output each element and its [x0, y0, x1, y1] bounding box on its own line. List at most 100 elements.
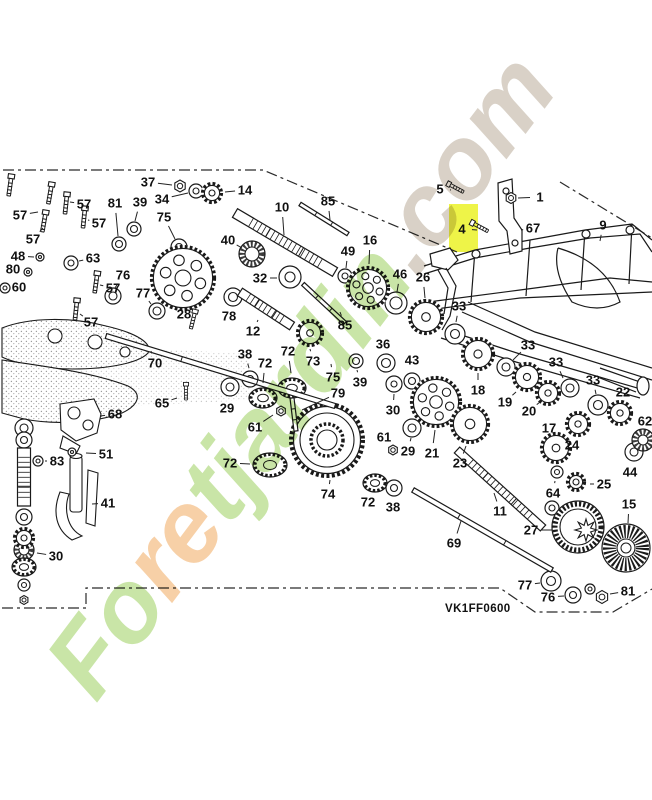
shaft-collar	[255, 379, 259, 385]
hex-nut-bore	[21, 597, 27, 603]
washer-bore	[407, 376, 417, 386]
shaft-spline	[497, 486, 504, 493]
washer	[376, 353, 396, 373]
shaft-spline	[471, 462, 478, 469]
part-label-44: 44	[623, 465, 638, 480]
leader-line	[455, 315, 458, 323]
washer-bore	[19, 512, 29, 522]
part-label-68: 68	[108, 407, 122, 422]
bearing-bore	[637, 434, 649, 446]
hex-nut-bore	[278, 408, 284, 414]
part-label-62: 62	[638, 414, 652, 429]
shaft-collar	[328, 307, 333, 312]
gear-hole	[372, 275, 381, 284]
hex-nut	[276, 405, 286, 417]
shaft-spline	[262, 304, 268, 312]
bolt-shaft	[62, 196, 70, 215]
bolt	[445, 180, 465, 194]
part-label-30: 30	[49, 549, 63, 564]
part-label-46: 46	[393, 267, 407, 282]
shaft-spline	[249, 296, 256, 304]
washer-bore	[108, 291, 118, 301]
shaft-spline	[291, 243, 297, 252]
gear-teeth	[539, 431, 573, 465]
shaft-collar	[314, 211, 318, 216]
part-label-57: 57	[13, 208, 27, 223]
gear-hub	[208, 189, 216, 197]
leader-line	[29, 211, 39, 214]
washer-bore	[565, 383, 575, 393]
leader-line	[36, 552, 47, 555]
washer	[35, 252, 45, 262]
bolt-shaft	[72, 302, 80, 321]
shaft-collar	[503, 540, 507, 546]
leader-line	[99, 284, 104, 287]
gear-hole	[444, 401, 455, 411]
leader-line	[599, 234, 602, 242]
diagram-code: VK1FF0600	[445, 603, 511, 615]
part-label-74: 74	[321, 487, 336, 502]
shaft-spline	[265, 228, 271, 237]
part-label-41: 41	[101, 496, 115, 511]
part-label-5: 5	[436, 182, 443, 197]
part-label-77: 77	[518, 578, 532, 593]
ring-inner	[299, 412, 355, 468]
bevel-teeth	[363, 474, 387, 492]
leader-line	[148, 300, 152, 305]
leader-line	[493, 492, 498, 502]
bevel-teeth	[249, 388, 277, 408]
leader-line	[536, 401, 541, 406]
shaft-spline	[519, 506, 526, 513]
bolt	[62, 191, 72, 215]
washer	[403, 372, 421, 390]
part-label-64: 64	[546, 486, 561, 501]
washer-bore	[20, 581, 28, 589]
part-label-83: 83	[50, 454, 64, 469]
shaft-spline	[275, 312, 281, 321]
gear-teeth	[149, 244, 217, 312]
gear-teeth	[295, 318, 325, 348]
gear-hole	[181, 289, 193, 302]
gear-hole	[417, 393, 428, 403]
part-label-33: 33	[586, 373, 600, 388]
ring-spline	[309, 422, 345, 458]
hex-nut	[19, 594, 29, 606]
shaft-collar	[457, 513, 461, 519]
leader-line	[396, 283, 399, 293]
part-label-29: 29	[401, 444, 415, 459]
bolt-shaft	[92, 275, 100, 294]
shaft-collar	[315, 295, 319, 299]
part-label-14: 14	[238, 183, 253, 198]
shaft-spline	[245, 293, 251, 302]
washer	[67, 447, 77, 457]
part-label-78: 78	[222, 309, 236, 324]
bolt-head	[62, 191, 72, 198]
shaft	[453, 446, 547, 532]
part-label-1: 1	[536, 190, 543, 205]
part-label-11: 11	[493, 504, 507, 519]
leader-line	[262, 372, 265, 384]
gear-teeth	[449, 403, 491, 445]
gear-rim	[537, 382, 559, 404]
washer-bore	[545, 575, 557, 587]
shaft-spline	[527, 513, 533, 520]
shaft-spline	[486, 476, 492, 483]
leader-line	[559, 370, 564, 379]
part-label-34: 34	[155, 192, 170, 207]
part-label-77: 77	[136, 286, 150, 301]
gear-rim	[410, 301, 442, 333]
shaft	[410, 487, 555, 573]
leader-line	[345, 260, 348, 269]
leader-line	[301, 396, 330, 411]
shaft-spline	[304, 251, 310, 260]
gear-hole	[366, 295, 375, 304]
shaft-collar	[180, 356, 183, 362]
gear-rim	[514, 364, 540, 390]
gear-hole	[163, 284, 176, 297]
washer-bore	[407, 423, 417, 433]
leader-line	[423, 286, 426, 299]
part-label-81: 81	[621, 584, 635, 599]
washer	[126, 221, 142, 237]
washer	[385, 375, 403, 393]
fin-bearing-hole	[620, 542, 632, 554]
